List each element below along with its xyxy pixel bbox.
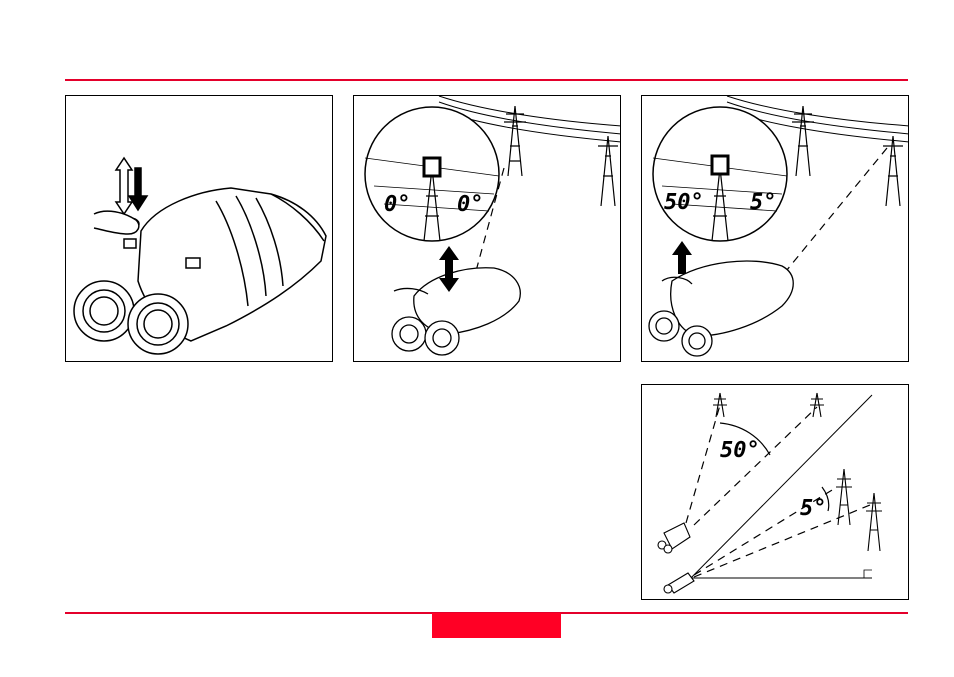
press-arrow-icon	[116, 158, 147, 214]
power-pylon-icon	[504, 106, 618, 206]
target-reticle-icon	[712, 156, 728, 174]
power-pylon-icon	[792, 106, 903, 206]
binocular-illustration	[658, 523, 694, 593]
angle-geometry-diagram: 50° 5°	[641, 384, 909, 600]
step3-left-readout: 50°	[664, 190, 704, 215]
illustration-panel-zero-readout: 0° 0°	[353, 95, 621, 362]
viewfinder-magnifier: 50° 5°	[653, 107, 787, 241]
release-arrow-icon	[672, 241, 692, 274]
step2-right-readout: 0°	[457, 192, 484, 217]
step3-right-readout: 5°	[750, 190, 777, 215]
target-reticle-icon	[424, 158, 440, 176]
binocular-illustration	[649, 261, 793, 356]
illustration-panel-press-button	[65, 95, 333, 362]
viewfinder-magnifier: 0° 0°	[365, 107, 499, 241]
page-tab	[432, 613, 561, 638]
diagram-angle-small: 5°	[800, 496, 827, 521]
finger-illustration	[94, 211, 139, 234]
header-rule	[65, 79, 908, 81]
diagram-angle-large: 50°	[720, 438, 760, 463]
illustration-panel-angle-readout: 50° 5°	[641, 95, 909, 362]
step2-left-readout: 0°	[384, 192, 411, 217]
power-pylon-icon	[713, 393, 882, 551]
